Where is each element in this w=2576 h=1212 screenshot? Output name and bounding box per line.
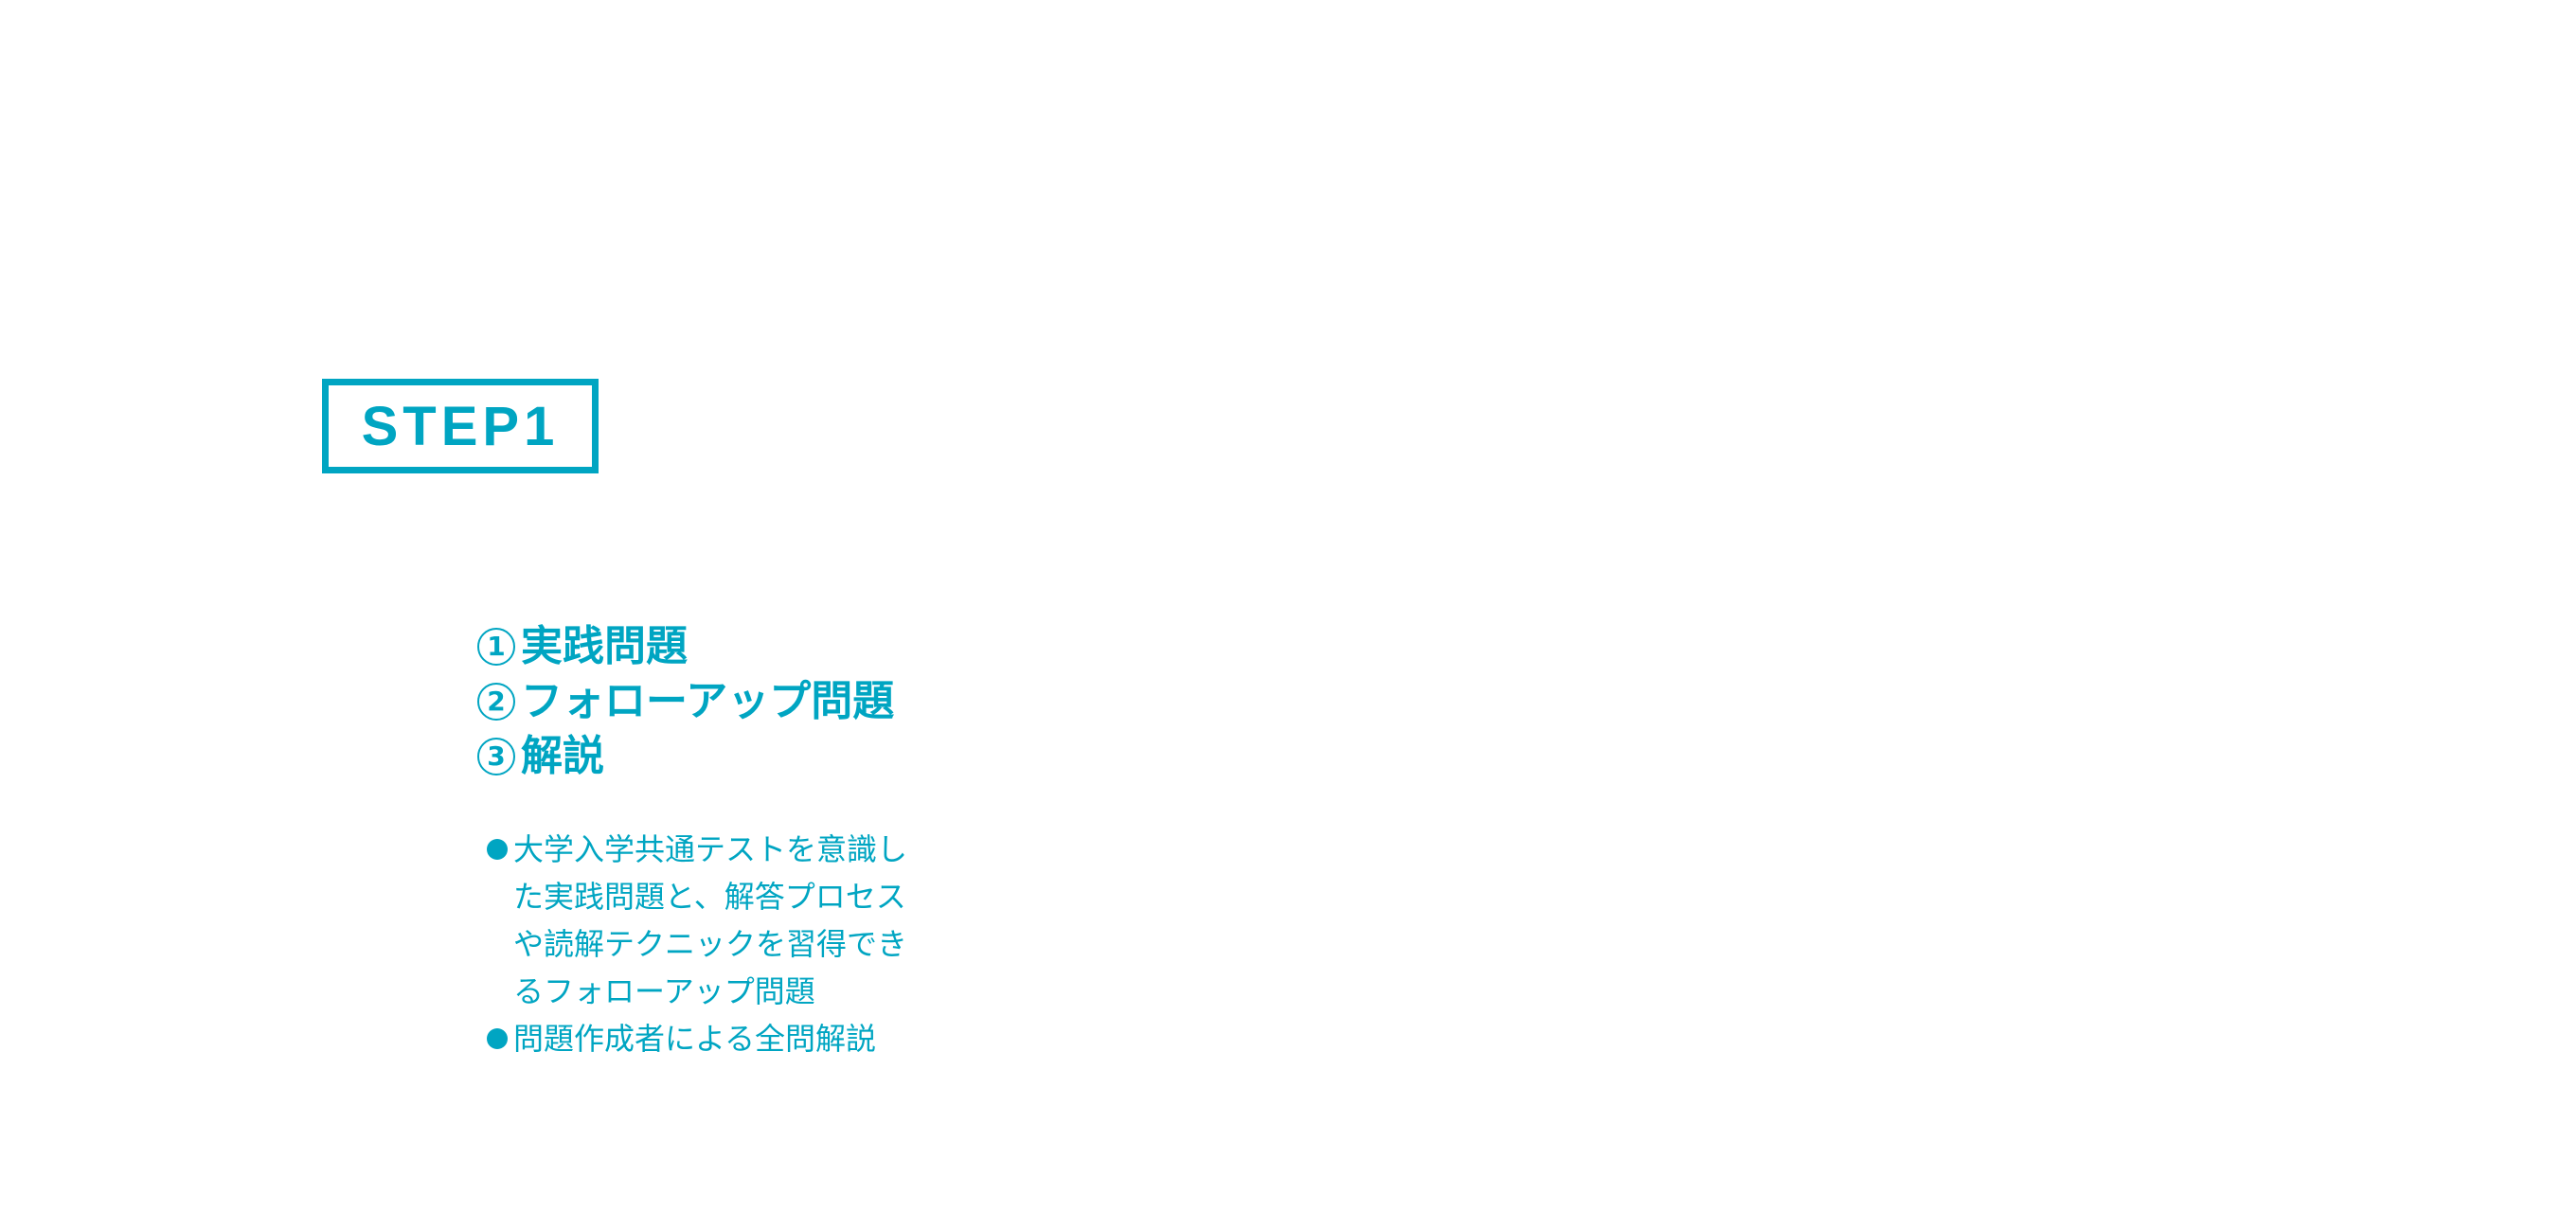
circled-number-icon: 1 — [477, 628, 515, 666]
circled-number-icon: 2 — [477, 683, 515, 721]
heading-item: 2 フォローアップ問題 — [477, 674, 894, 729]
list-item-line: るフォローアップ問題 — [513, 973, 815, 1009]
list-item-line: や読解テクニックを習得でき — [513, 926, 908, 962]
bullet-icon — [487, 839, 508, 860]
heading-text: 解説 — [521, 732, 604, 780]
list-item-line: 問題作成者による全問解説 — [513, 1021, 877, 1057]
list-item-line: 大学入学共通テストを意識し — [513, 831, 908, 867]
step-badge: STEP1 — [322, 379, 599, 473]
heading-text: 実践問題 — [521, 622, 688, 670]
heading-text: フォローアップ問題 — [521, 677, 895, 725]
heading-item: 1 実践問題 — [477, 619, 894, 674]
list-item: 問題作成者による全問解説 — [487, 1015, 907, 1062]
circled-number-icon: 3 — [477, 738, 515, 775]
list-item: 大学入学共通テストを意識し た実践問題と、解答プロセス や読解テクニックを習得で… — [487, 826, 907, 1015]
description-list: 大学入学共通テストを意識し た実践問題と、解答プロセス や読解テクニックを習得で… — [487, 826, 907, 1062]
bullet-icon — [487, 1028, 508, 1049]
list-item-line: た実践問題と、解答プロセス — [513, 879, 906, 915]
feature-headings: 1 実践問題 2 フォローアップ問題 3 解説 — [477, 619, 894, 784]
step-label: STEP1 — [361, 395, 560, 457]
heading-item: 3 解説 — [477, 729, 894, 784]
